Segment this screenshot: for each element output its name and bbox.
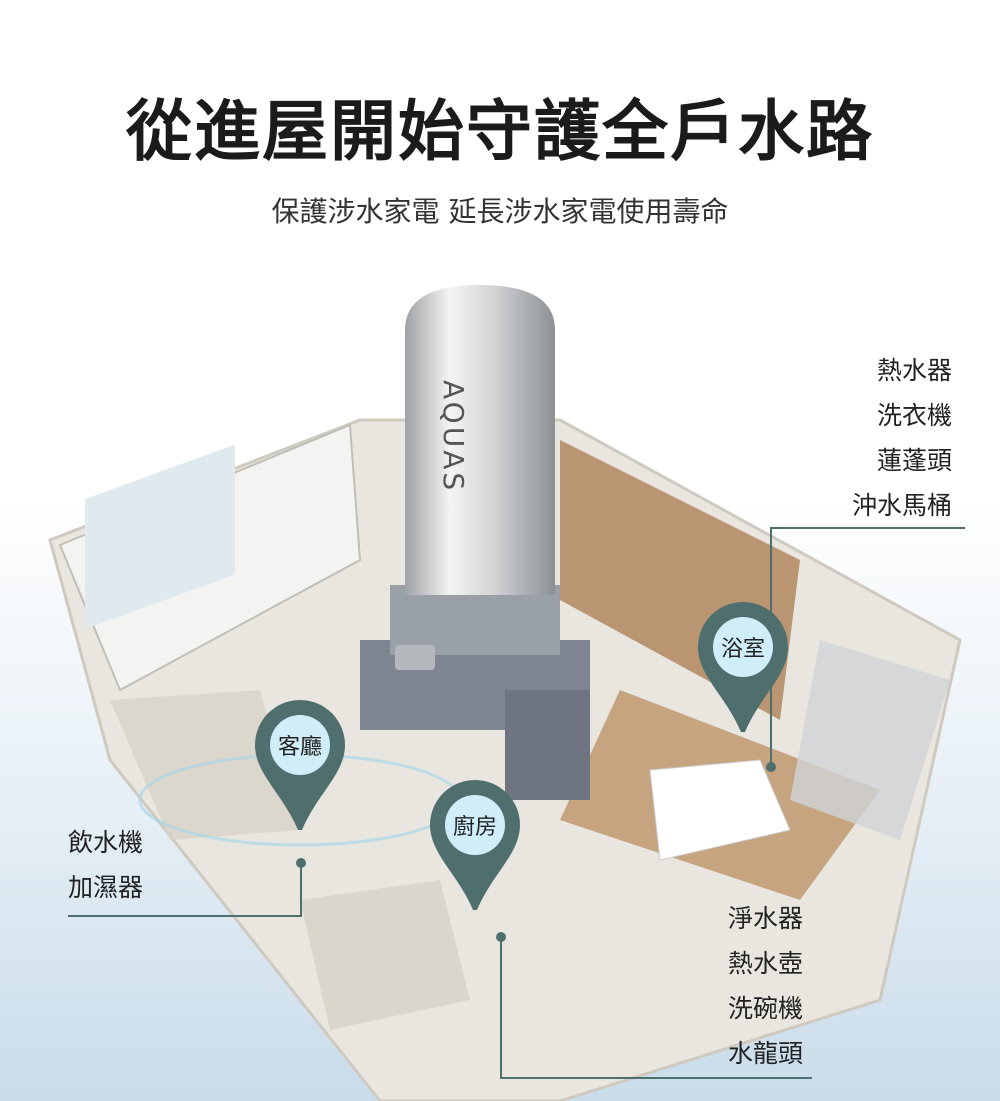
pin-label: 客廳 — [270, 715, 330, 775]
pin-bathroom[interactable]: 浴室 — [698, 602, 788, 732]
list-item: 洗衣機 — [876, 401, 952, 430]
list-item: 洗碗機 — [728, 994, 804, 1023]
connector-dot — [296, 858, 306, 868]
connector-line — [300, 862, 302, 917]
list-item: 蓮蓬頭 — [876, 446, 952, 475]
filter-cylinder — [405, 285, 555, 595]
list-item: 沖水馬桶 — [851, 491, 952, 520]
connector-line — [500, 1077, 812, 1079]
living-appliance-list: 飲水機 加濕器 — [68, 820, 143, 910]
pin-label: 廚房 — [445, 795, 505, 855]
list-item: 飲水機 — [68, 828, 144, 857]
page-title: 從進屋開始守護全戶水路 — [126, 93, 874, 170]
list-item: 淨水器 — [728, 904, 804, 933]
kitchen-appliance-list: 淨水器 熱水壺 洗碗機 水龍頭 — [728, 896, 803, 1076]
brand-logo: AQUAS — [437, 380, 470, 494]
pin-label: 浴室 — [713, 617, 773, 677]
connector-line — [500, 937, 502, 1079]
list-item: 加濕器 — [68, 873, 144, 902]
connector-line — [68, 915, 302, 917]
list-item: 熱水器 — [876, 356, 952, 385]
list-item: 熱水壺 — [728, 949, 804, 978]
connector-dot — [496, 932, 506, 942]
connector-dot — [766, 762, 776, 772]
connector-line — [770, 527, 965, 529]
bathroom-appliance-list: 熱水器 洗衣機 蓮蓬頭 沖水馬桶 — [840, 348, 952, 528]
pin-living-room[interactable]: 客廳 — [255, 700, 345, 830]
page-subtitle: 保護涉水家電 延長涉水家電使用壽命 — [271, 195, 729, 228]
pin-kitchen[interactable]: 廚房 — [430, 780, 520, 910]
list-item: 水龍頭 — [728, 1039, 804, 1068]
